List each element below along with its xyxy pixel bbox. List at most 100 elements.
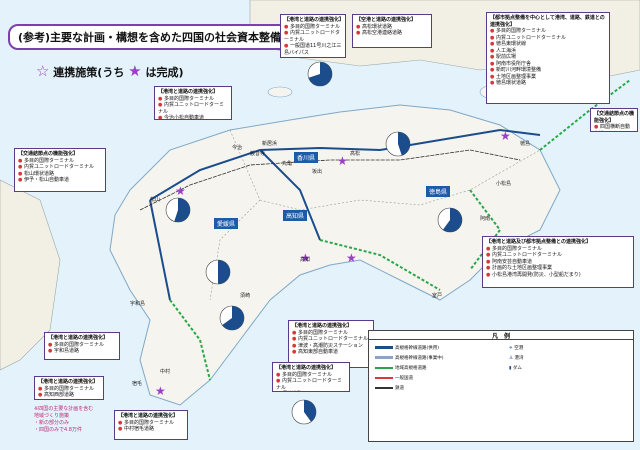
callout-box-tokushima-city: 【都市拠点整備を中心として港湾、道路、鉄道との連携強化】多目的国際ターミナル内貿… [486,12,610,104]
callout-item: 計画的な土地区画整理事業 [486,265,630,272]
callout-title: 【港湾と道路の連携強化】 [284,17,345,23]
callout-item: 人工海浜 [490,48,606,55]
callout-item: 今治小松自動車道 [158,115,228,119]
city-label: 高松 [350,151,361,157]
callout-item: 多目的国際ターミナル [158,96,228,103]
callout-item: 多目的国際ターミナル [38,386,100,393]
pie-slice [222,306,244,330]
legend-row: 鉄道 [375,385,404,391]
callout-item: 高松空港連絡道路 [356,30,428,37]
callout-box-west-port: 【港湾と道路の連携強化】多目的国際ターミナル内貿ユニットロードターミナル今治小松… [154,86,232,120]
star-icon: ★ [337,154,348,168]
callout-box-airport-road: 【空港と道路の連携強化】高松環状道路高松空港連絡道路 [352,14,432,48]
callout-item: 一般国道11号川之江三島バイパス [284,43,342,56]
callout-title: 【港湾と道路の連携強化】 [48,335,109,341]
callout-item: 津波・高潮防災ステーション [292,343,370,350]
planned-route [319,239,441,291]
city-label: 宇和島 [130,301,146,307]
legend-row: ⚓ 港湾 [509,356,524,361]
footnote-line: ・四国のみで4.8万件 [34,427,82,433]
callout-title: 【港湾と道路及び都市拠点整備との連携強化】 [486,239,591,245]
callout-item: 須崎道路 [276,391,346,392]
shikoku-island [109,104,561,406]
callout-item: 高松環状道路 [356,24,428,31]
city-label: 阿南 [480,216,491,222]
callout-item: 新町川河畔環境整備 [490,67,606,74]
callout-item: 阿南市役所庁舎 [490,61,606,68]
star-legend: ☆ 連携施策(うち ★ は完成) [36,62,184,80]
city-label: 松山 [150,197,161,203]
legend-header: 凡 例 [369,331,633,340]
legend-row: ▮ ダム [509,366,522,371]
expressway [149,128,541,201]
legend-row: 高規格幹線道路(事業中) [375,355,444,361]
footnote-line: 地域づくり施策 [34,413,70,419]
pie-slice [308,62,332,87]
callout-item: 小松島港湾再開発(防災、小型船だまり) [486,272,630,279]
callout-item: 徳島東環状線 [490,41,606,48]
callout-title: 【港湾と道路の連携強化】 [158,89,219,95]
callout-item: 内貿ユニットロードターミナル [276,378,346,391]
callout-item: 内貿ユニットロードターミナル [158,102,228,115]
star-legend-prefix: 連携施策(うち [53,66,125,79]
footnote: ※四国の主要な計画を含む 地域づくり施策 ・新の部分のみ ・四国のみで4.8万件 [34,406,93,434]
callout-item: 土地区画整理事業 [490,74,606,81]
callout-item: 阿南安芸自動車道 [486,259,630,266]
star-filled-icon: ★ [128,62,142,80]
callout-item: 内貿ユニットロードターミナル [18,164,102,171]
city-label: 新居浜 [262,141,278,147]
pie-slice [174,198,190,222]
pie-slice [304,400,316,422]
star-icon: ★ [155,384,166,398]
planned-route [469,189,502,271]
planned-route [539,79,631,151]
callout-item: 四国横断自動車道 [594,124,634,131]
callout-box-matsuyama-port: 【港湾と道路の連携強化】多目的国際ターミナル内貿ユニットロードターミナル一般国道… [280,14,346,58]
prefecture-label-ehime: 愛媛県 [214,218,239,229]
city-label: 坂出 [312,169,323,175]
callout-box-transport: 【交通結節点の機能強化】四国横断自動車道 [590,108,638,132]
callout-title: 【空港と道路の連携強化】 [356,17,417,23]
callout-item: 多目的国際ターミナル [276,372,346,379]
star-markers: ★ ★ ★ ★ ★ ★ [155,129,511,398]
callout-box-anan: 【港湾と道路及び都市拠点整備との連携強化】多目的国際ターミナル内貿ユニットロード… [482,236,634,288]
footnote-line: ・新の部分のみ [34,420,70,426]
callout-item: 内貿ユニットロードターミナル [284,30,342,43]
callout-box-ainan: 【港湾と道路の連携強化】多目的国際ターミナル高知西部道路 [34,376,104,400]
callout-item: 多目的国際ターミナル [490,28,606,35]
callout-title: 【都市拠点整備を中心として港湾、道路、鉄道との連携強化】 [490,15,605,28]
footnote-line: ※四国の主要な計画を含む [34,406,94,412]
callout-title: 【交通結節点の機能強化】 [18,151,79,157]
pie-charts [165,61,463,425]
callout-item: 徳島環状道路 [490,80,606,87]
rail-line [139,149,521,211]
callout-item: 駅前広場 [490,54,606,61]
callout-title: 【港湾と道路の連携強化】 [118,413,179,419]
callout-item: 中村宿毛道路 [118,426,184,433]
callout-box-kochi: 【港湾と道路の連携強化】多目的国際ターミナル内貿ユニットロードターミナル津波・高… [288,320,374,368]
pie-slice [218,260,230,284]
page-title: (参考)主要な計画・構想を含めた四国の社会資本整備 [8,24,292,50]
callout-item: 多目的国際ターミナル [48,342,116,349]
callout-title: 【港湾と道路の連携強化】 [276,365,337,371]
island [267,86,293,98]
callout-item: 多目的国際ターミナル [18,158,102,165]
prefecture-label-kochi: 高知県 [283,210,308,221]
callout-item: 内貿ユニットロードターミナル [292,336,370,343]
callout-item: 多目的国際ターミナル [486,246,630,253]
legend-row: 高規格幹線道路(供用) [375,345,439,351]
callout-box-matsuyama-city: 【交通結節点の機能強化】多目的国際ターミナル内貿ユニットロードターミナル松山環状… [14,148,106,192]
legend-row: 一般国道 [375,375,413,381]
callout-box-uwajima: 【港湾と道路の連携強化】多目的国際ターミナル内貿ユニットロードターミナル須崎道路 [272,362,350,392]
pie-slice [398,132,410,156]
star-outline-icon: ☆ [36,62,50,80]
star-icon: ★ [500,129,511,143]
dam-icon: ▮ [509,366,513,371]
city-label: 室戸 [432,293,443,299]
city-label: 小松島 [496,181,512,187]
star-legend-suffix: は完成) [145,66,184,79]
callout-item: 内貿ユニットロードターミナル [486,252,630,259]
city-label: 須崎 [240,293,251,299]
callout-item: 伊予・松山自動車道 [18,177,102,184]
